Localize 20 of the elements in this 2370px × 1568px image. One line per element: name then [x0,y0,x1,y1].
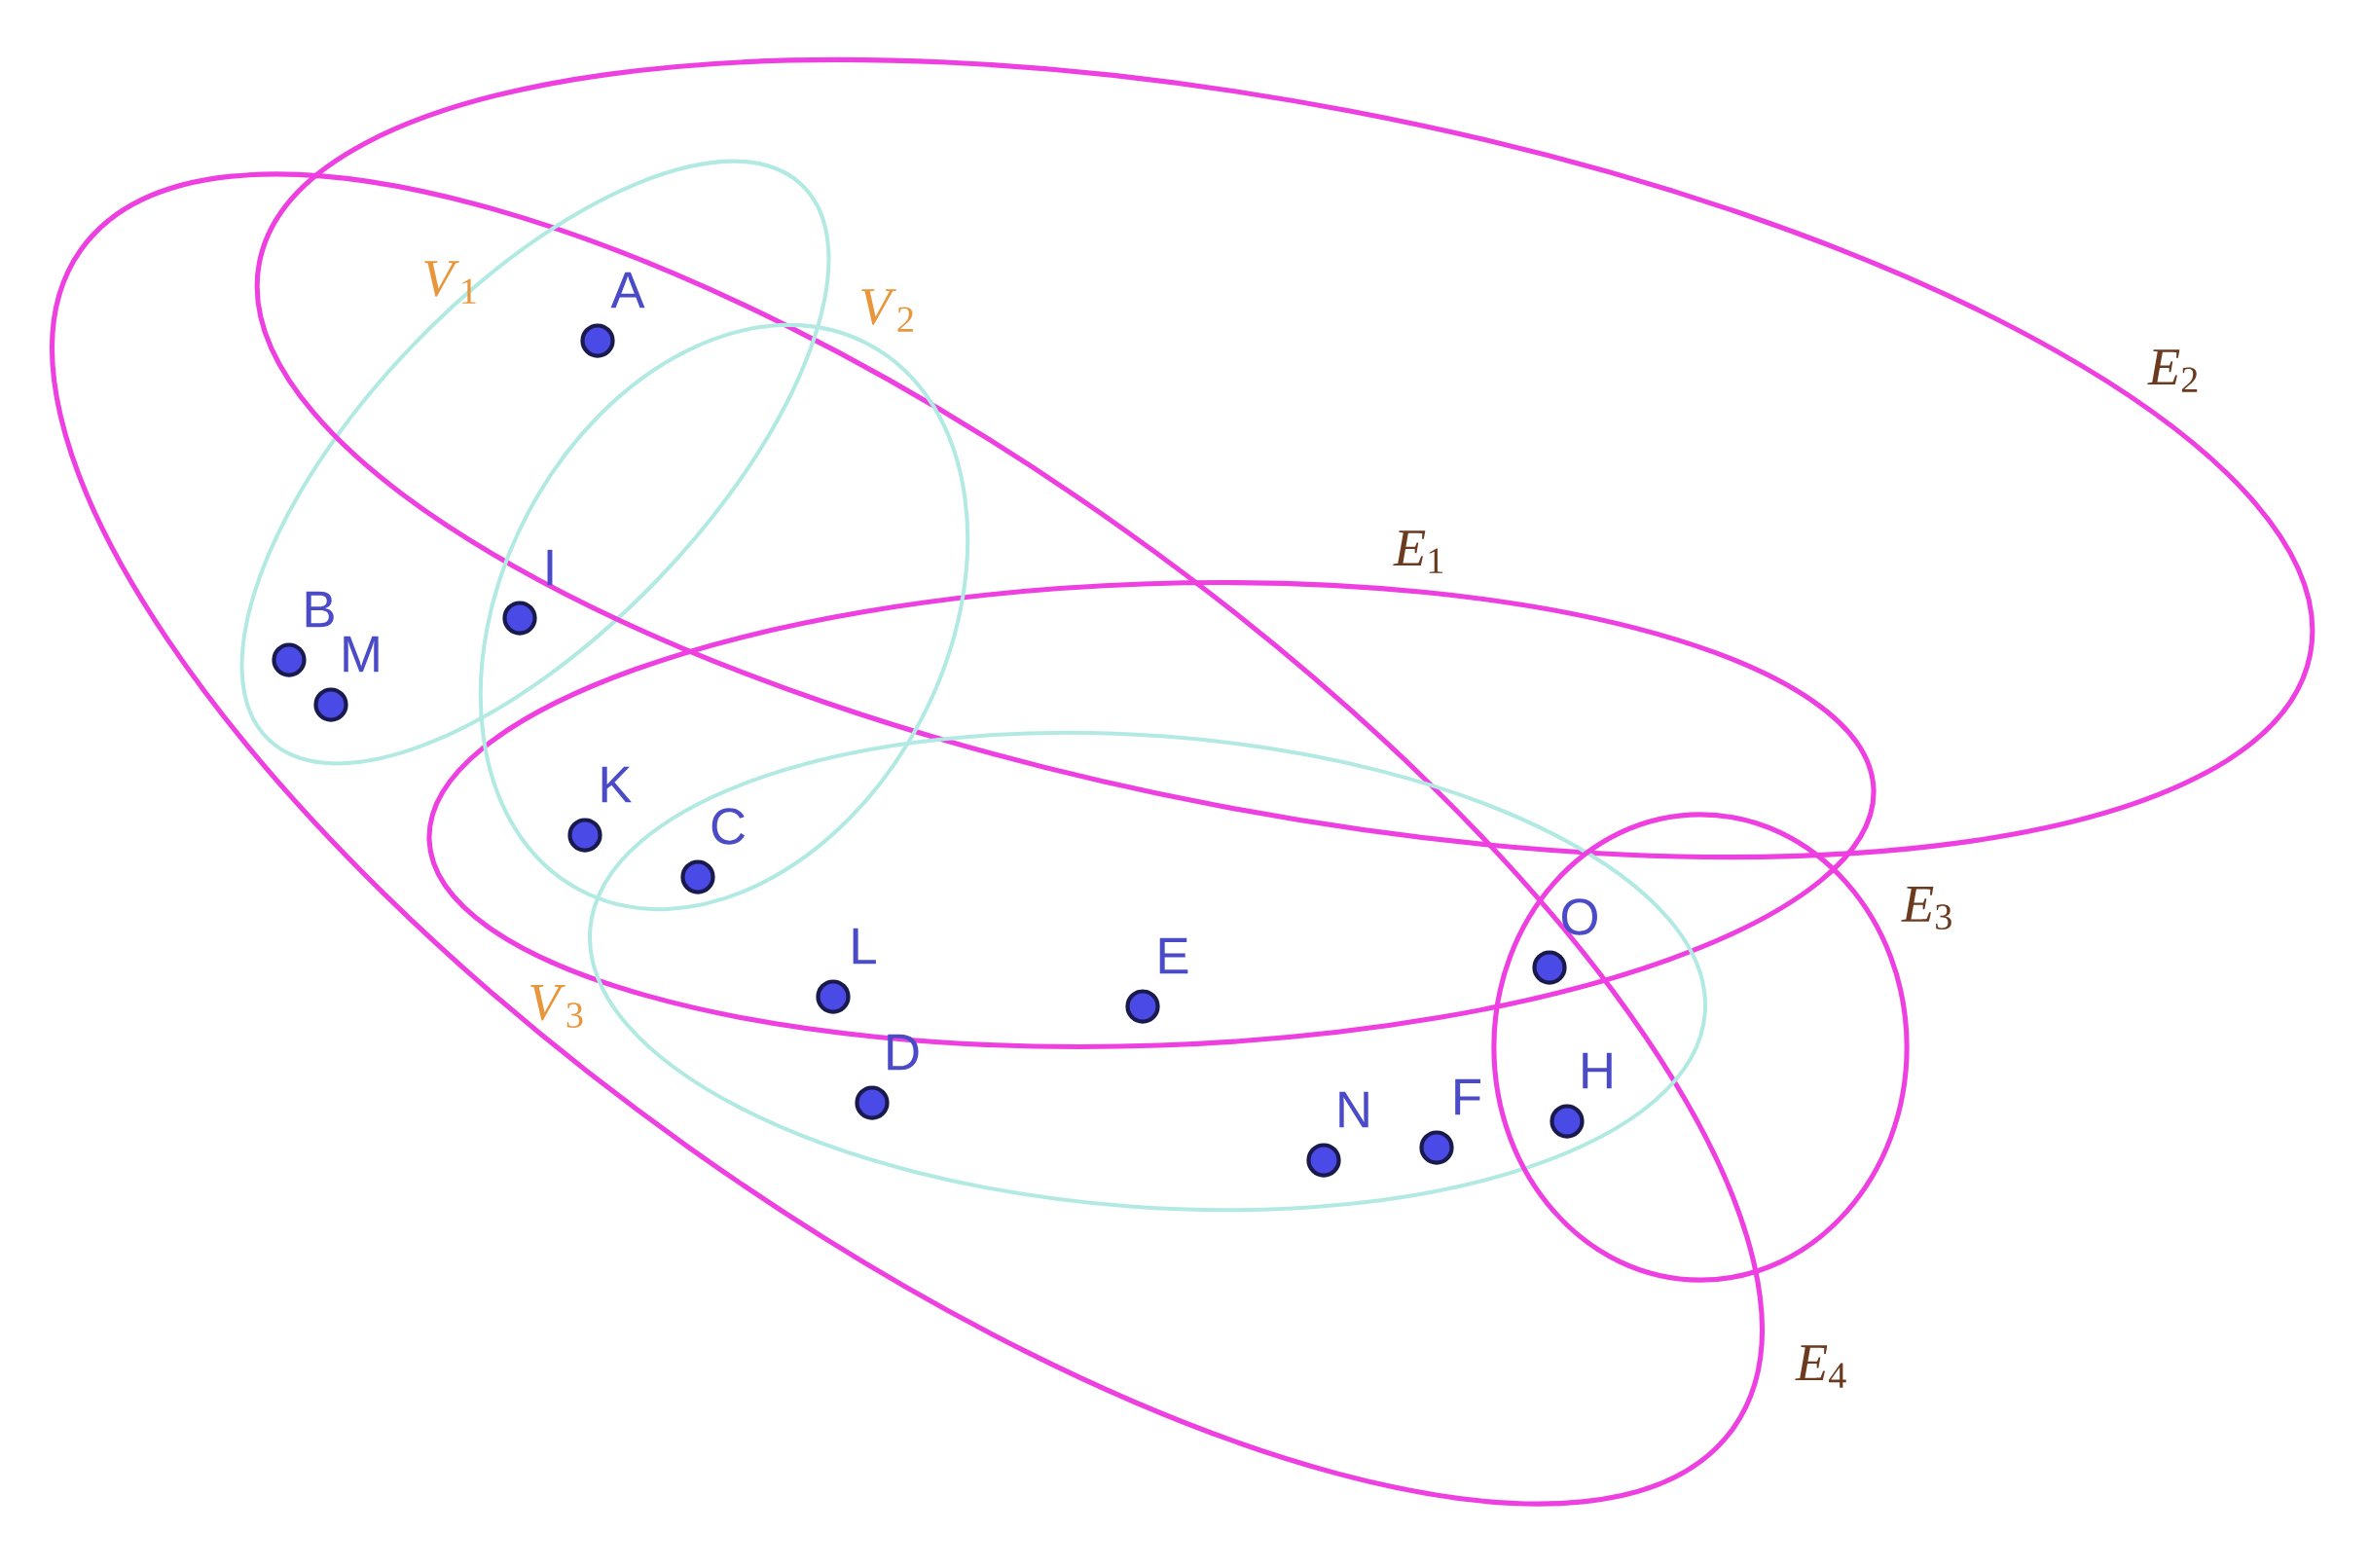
set-label: E$_{3}$ [1901,887,1951,930]
point-label: F [1455,1078,1480,1115]
point-label: N [1339,1091,1368,1128]
point-label: K [602,766,632,803]
point-label: O [1562,898,1597,935]
point-label: B [306,591,334,628]
point-label: H [1583,1052,1612,1089]
point-label: M [344,636,379,673]
set-label: E$_{1}$ [1393,530,1442,573]
set-label: V$_{2}$ [861,289,913,332]
point-label: D [888,1034,919,1071]
point-label: C [711,808,746,845]
point-label: I [547,549,553,586]
set-label: V$_{3}$ [530,985,583,1028]
point-label: A [610,272,645,309]
set-label: E$_{4}$ [1795,1345,1846,1388]
set-label: E$_{2}$ [2147,349,2198,392]
set-label: V$_{1}$ [424,261,476,304]
point-label: E [1159,937,1188,974]
point-label: L [853,928,876,965]
